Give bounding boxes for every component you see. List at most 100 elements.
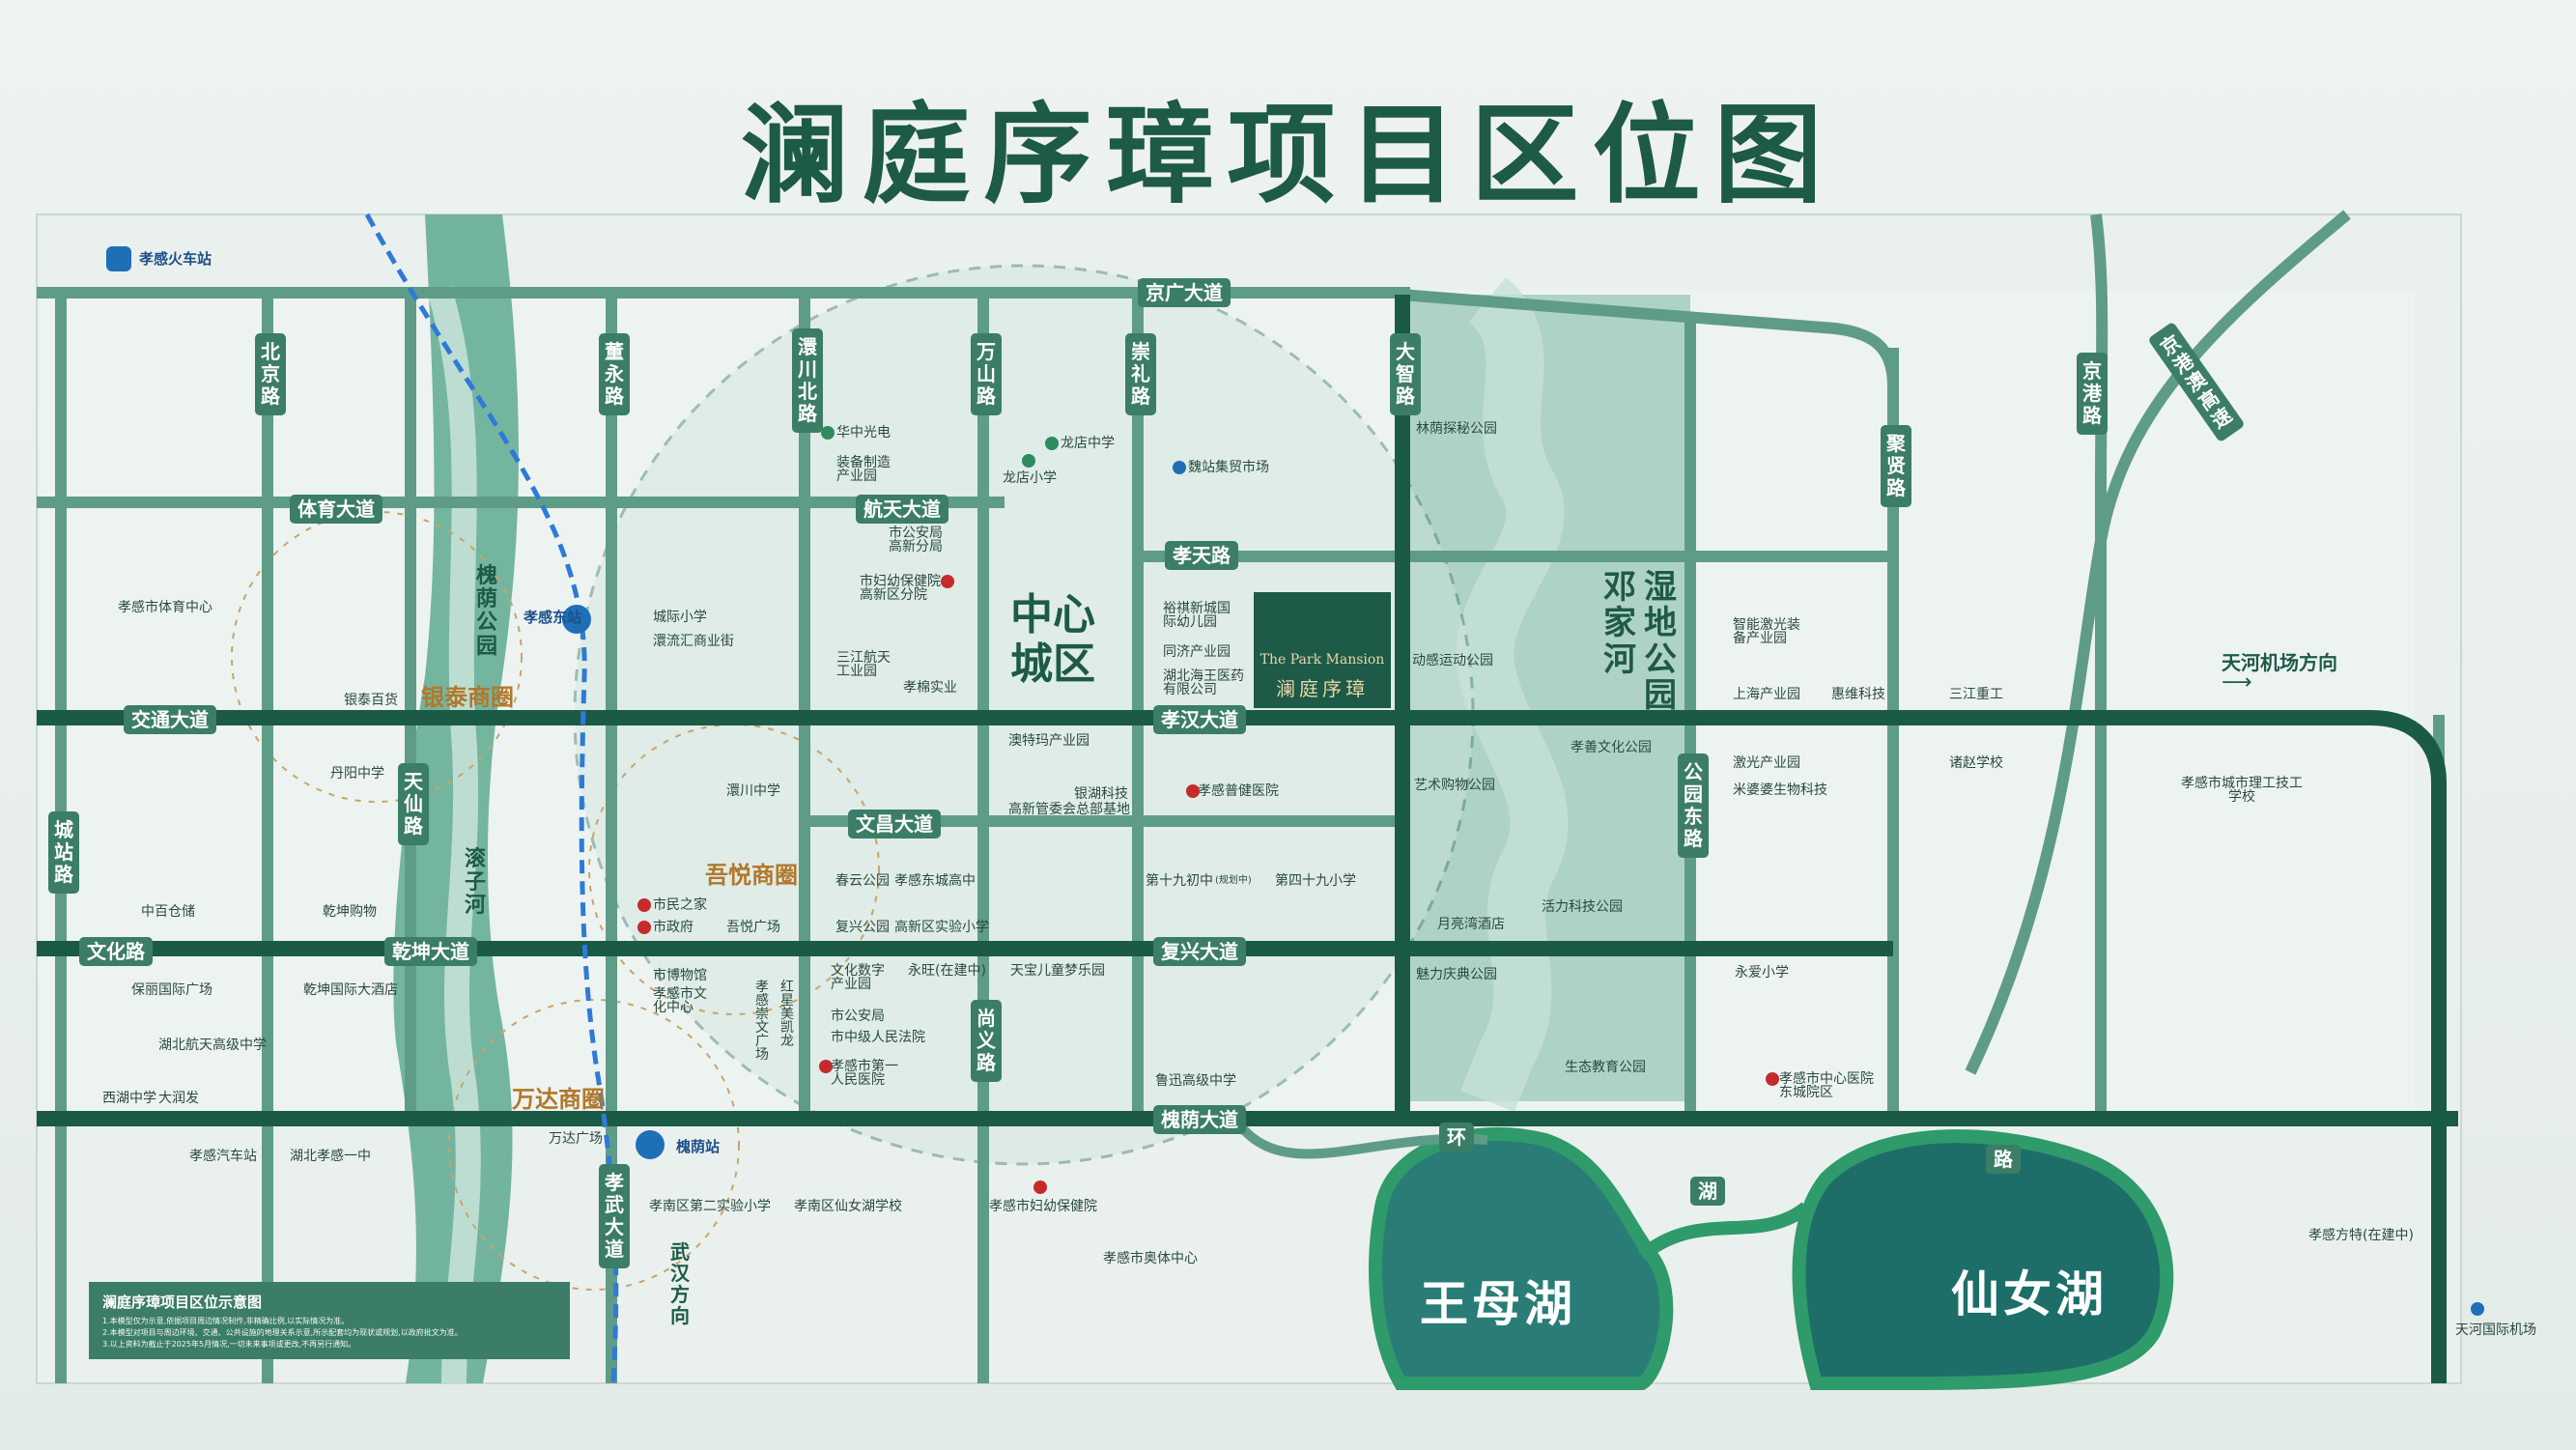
poi: 西湖中学 bbox=[102, 1091, 156, 1106]
poi: 孝感市妇幼保健院 bbox=[989, 1199, 1097, 1214]
road-jiaotong: 交通大道 bbox=[124, 705, 216, 734]
poi: 湖北航天高级中学 bbox=[158, 1038, 267, 1053]
poi: 活力科技公园 bbox=[1542, 899, 1623, 915]
poi: 三江重工 bbox=[1949, 687, 2003, 702]
airport-arrow-icon: ⟶ bbox=[2222, 670, 2252, 695]
poi: 装备制造产业园 bbox=[836, 455, 891, 484]
poi: 孝感市文化中心 bbox=[653, 986, 707, 1015]
poi: 丹阳中学 bbox=[330, 766, 384, 782]
poi: 银湖科技 bbox=[1074, 786, 1128, 802]
poi: 城际小学 bbox=[653, 610, 707, 625]
road-jingguang: 京广大道 bbox=[1138, 278, 1231, 307]
wuyue-business: 吾悦商圈 bbox=[705, 862, 798, 889]
wuhan-direction: 武汉方向 bbox=[670, 1240, 690, 1327]
poi: 孝感汽车站 bbox=[189, 1149, 257, 1164]
poi: 湖北海王医药有限公司 bbox=[1163, 668, 1244, 697]
road-ring-huan: 环 bbox=[1439, 1123, 1474, 1151]
poi: 澳特玛产业园 bbox=[1008, 733, 1090, 749]
xiannv-lake-label: 仙女湖 bbox=[1951, 1266, 2108, 1322]
wetland-park bbox=[1410, 295, 1690, 1101]
road-tianxian: 天仙路 bbox=[398, 763, 429, 845]
road-wenhua: 文化路 bbox=[79, 937, 153, 966]
poi: 第十九初中 bbox=[1146, 873, 1213, 889]
poi: 华中光电 bbox=[836, 425, 891, 441]
denjiahe-label: 邓家河 bbox=[1603, 568, 1636, 679]
road-xiaowu: 孝武大道 bbox=[599, 1164, 630, 1268]
poi: 文化数字产业园 bbox=[831, 963, 885, 992]
jinggangao-expressway bbox=[1965, 210, 2351, 1075]
poi: 保丽国际广场 bbox=[131, 982, 212, 998]
wangmu-lake-label: 王母湖 bbox=[1420, 1276, 1576, 1332]
shop-icon bbox=[1173, 461, 1186, 474]
wuyue-circle bbox=[588, 724, 880, 1015]
poi: 市政府 bbox=[653, 920, 694, 935]
poi: 激光产业园 bbox=[1733, 755, 1800, 771]
poi: 龙店小学 bbox=[1003, 470, 1057, 486]
road-beijing: 北京路 bbox=[255, 333, 286, 415]
poi: 动感运动公园 bbox=[1412, 653, 1493, 668]
road-yuchuanbei: 澴川北路 bbox=[792, 328, 823, 433]
poi: 天河国际机场 bbox=[2455, 1322, 2536, 1338]
project-logo: The Park Mansion 澜庭序璋 bbox=[1254, 592, 1391, 708]
poi: 月亮湾酒店 bbox=[1437, 917, 1505, 932]
metro-icon-dong bbox=[562, 605, 591, 634]
poi: 孝感市体育中心 bbox=[118, 600, 212, 615]
metro-icon-huaiyin bbox=[636, 1130, 665, 1159]
road-wanshan: 万山路 bbox=[971, 333, 1002, 415]
poi: 孝棉实业 bbox=[903, 680, 957, 696]
project-name-en: The Park Mansion bbox=[1260, 652, 1385, 668]
road-qiankun: 乾坤大道 bbox=[384, 937, 477, 966]
government-icon bbox=[637, 921, 651, 934]
poi: 孝感崇文广场 bbox=[755, 980, 769, 1063]
hospital-icon bbox=[941, 575, 954, 588]
project-name-cn: 澜庭序璋 bbox=[1276, 677, 1369, 700]
government-icon bbox=[637, 898, 651, 912]
train-station: 孝感火车站 bbox=[139, 250, 212, 268]
poi: 市博物馆 bbox=[653, 968, 707, 983]
road-wenchang: 文昌大道 bbox=[848, 810, 941, 839]
poi: 高新管委会总部基地 bbox=[1008, 802, 1130, 817]
airport-icon bbox=[2471, 1302, 2484, 1316]
poi: 魅力庆典公园 bbox=[1416, 967, 1497, 982]
page-title: 澜庭序璋项目区位图 bbox=[740, 93, 1836, 218]
airport-direction: 天河机场方向 bbox=[2222, 651, 2337, 674]
note-heading: 澜庭序璋项目区位示意图 bbox=[102, 1294, 263, 1311]
poi: 孝善文化公园 bbox=[1571, 740, 1652, 755]
poi: 同济产业园 bbox=[1163, 644, 1231, 660]
poi: 林荫探秘公园 bbox=[1416, 421, 1497, 437]
road-tiyu: 体育大道 bbox=[290, 495, 382, 524]
poi: 吾悦广场 bbox=[726, 920, 780, 935]
gunzi-river bbox=[427, 286, 481, 1384]
yintai-circle bbox=[231, 511, 523, 803]
poi: 永旺(在建中) bbox=[908, 963, 986, 979]
wanda-business: 万达商圈 bbox=[512, 1086, 605, 1113]
train-icon bbox=[106, 246, 131, 271]
poi: 孝南区第二实验小学 bbox=[649, 1199, 771, 1214]
poi: 魏站集贸市场 bbox=[1188, 460, 1269, 475]
poi: 湖北孝感一中 bbox=[290, 1149, 371, 1164]
poi: 龙店中学 bbox=[1061, 436, 1115, 451]
poi: 乾坤国际大酒店 bbox=[303, 982, 398, 998]
poi: 孝感市城市理工技工学校 bbox=[2181, 776, 2303, 805]
note-line: 2.本模型对项目与周边环境、交通、公共设施的地理关系示意,所示配套均为现状或规划… bbox=[102, 1328, 463, 1337]
school-icon bbox=[821, 426, 835, 440]
hospital-icon bbox=[819, 1060, 833, 1073]
jinggang-road bbox=[2090, 213, 2109, 1121]
jingguang-bend bbox=[1400, 289, 1899, 387]
road-ring-lu: 路 bbox=[1986, 1145, 2021, 1174]
poi: 艺术购物公园 bbox=[1414, 778, 1495, 793]
poi: 乾坤购物 bbox=[323, 904, 377, 920]
poi: 市妇幼保健院高新区分院 bbox=[860, 574, 941, 603]
station-huaiyin: 槐荫站 bbox=[676, 1138, 721, 1155]
road-jinggang: 京港路 bbox=[2077, 353, 2108, 435]
poi: 上海产业园 bbox=[1733, 687, 1800, 702]
poi: 三江航天工业园 bbox=[836, 650, 891, 679]
road-huaiyin: 槐荫大道 bbox=[1153, 1105, 1246, 1134]
poi: 孝感方特(在建中) bbox=[2308, 1228, 2414, 1243]
huaiyin-park-label: 槐荫公园 bbox=[475, 564, 497, 659]
gunzi-river-label: 滚子河 bbox=[464, 847, 486, 919]
poi: 鲁迅高级中学 bbox=[1155, 1073, 1236, 1089]
poi: 市公安局高新分局 bbox=[889, 526, 943, 554]
poi: 银泰百货 bbox=[344, 693, 398, 708]
